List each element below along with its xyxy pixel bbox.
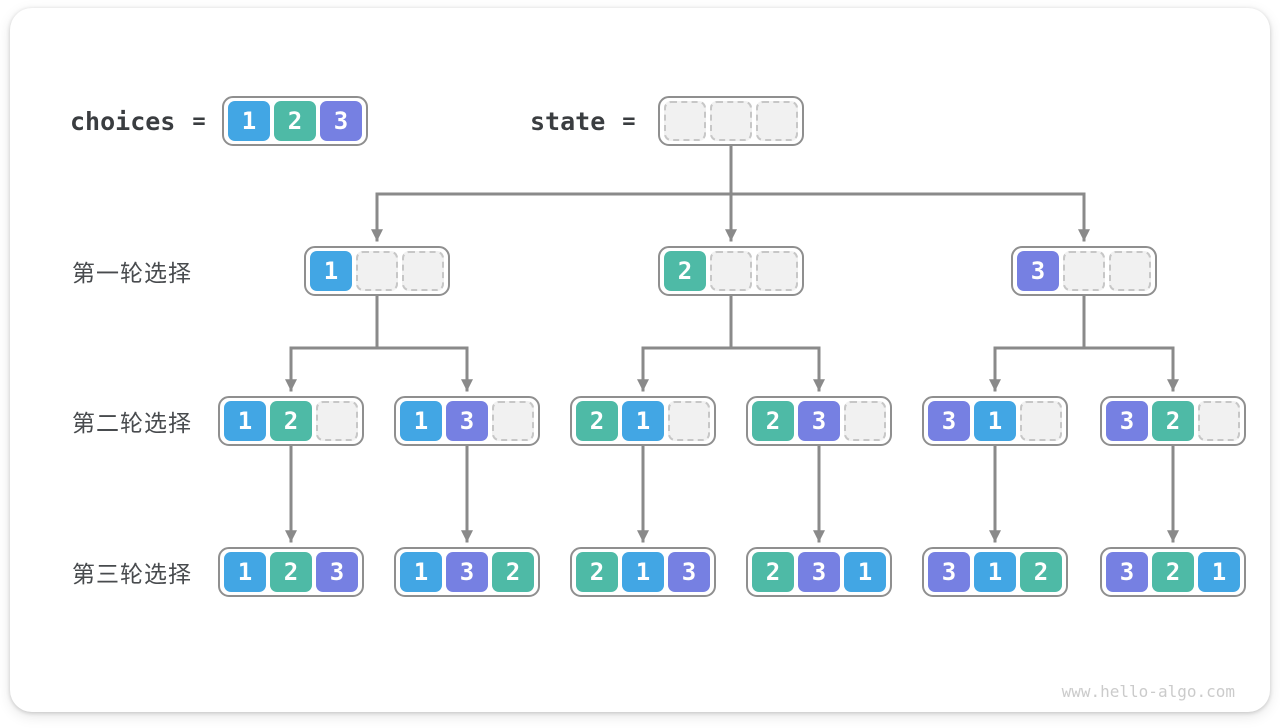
choices-box: 1 2 3: [222, 96, 368, 146]
tree-node-r2-5: 3 1: [922, 396, 1068, 446]
state-cell: 1: [622, 552, 664, 592]
state-cell: 1: [622, 401, 664, 441]
state-box-root: [658, 96, 804, 146]
state-cell: 3: [668, 552, 710, 592]
state-cell: 2: [576, 552, 618, 592]
state-cell: [710, 101, 752, 141]
tree-node-r3-1: 1 2 3: [218, 547, 364, 597]
round-2-label: 第二轮选择: [72, 410, 192, 436]
state-cell: 1: [974, 552, 1016, 592]
state-cell: 3: [798, 401, 840, 441]
tree-node-r2-6: 3 2: [1100, 396, 1246, 446]
state-cell: 2: [1152, 552, 1194, 592]
state-cell: 1: [224, 401, 266, 441]
state-cell: 3: [446, 401, 488, 441]
equals-sign: =: [622, 108, 636, 134]
choices-cell: 3: [320, 101, 362, 141]
tree-node-r2-2: 1 3: [394, 396, 540, 446]
state-cell: 3: [928, 552, 970, 592]
state-cell: [316, 401, 358, 441]
tree-node-r3-4: 2 3 1: [746, 547, 892, 597]
state-cell: 1: [1198, 552, 1240, 592]
state-cell: 1: [844, 552, 886, 592]
state-cell: 2: [492, 552, 534, 592]
tree-node-r2-1: 1 2: [218, 396, 364, 446]
state-cell: [1109, 251, 1151, 291]
tree-node-r2-3: 2 1: [570, 396, 716, 446]
diagram-card: choices = 1 2 3 state = 第一轮选择 第二轮选择 第三轮选…: [10, 8, 1270, 712]
state-cell: 3: [798, 552, 840, 592]
tree-node-r1-3: 3: [1011, 246, 1157, 296]
state-cell: 1: [400, 401, 442, 441]
state-cell: [710, 251, 752, 291]
state-cell: 2: [1020, 552, 1062, 592]
choices-expression: choices =: [70, 96, 206, 146]
state-cell: 1: [400, 552, 442, 592]
choices-label: choices: [70, 106, 176, 136]
state-cell: 2: [752, 552, 794, 592]
tree-node-r1-1: 1: [304, 246, 450, 296]
state-cell: 3: [928, 401, 970, 441]
choices-cell: 1: [228, 101, 270, 141]
state-cell: 1: [310, 251, 352, 291]
state-cell: [664, 101, 706, 141]
state-cell: 3: [316, 552, 358, 592]
state-cell: [1198, 401, 1240, 441]
state-cell: 3: [1106, 552, 1148, 592]
state-cell: 3: [1106, 401, 1148, 441]
state-cell: 2: [664, 251, 706, 291]
round-3-label: 第三轮选择: [72, 561, 192, 587]
state-cell: [356, 251, 398, 291]
state-cell: 3: [1017, 251, 1059, 291]
state-cell: 3: [446, 552, 488, 592]
state-expression: state =: [530, 96, 636, 146]
state-cell: 2: [752, 401, 794, 441]
state-cell: [1020, 401, 1062, 441]
state-cell: [844, 401, 886, 441]
round-1-label: 第一轮选择: [72, 260, 192, 286]
state-cell: [402, 251, 444, 291]
state-cell: 2: [270, 552, 312, 592]
tree-node-r3-3: 2 1 3: [570, 547, 716, 597]
state-label: state: [530, 106, 606, 136]
tree-node-r2-4: 2 3: [746, 396, 892, 446]
equals-sign: =: [192, 108, 206, 134]
state-cell: 1: [224, 552, 266, 592]
state-cell: 2: [1152, 401, 1194, 441]
state-cell: [492, 401, 534, 441]
choices-cell: 2: [274, 101, 316, 141]
tree-node-r3-2: 1 3 2: [394, 547, 540, 597]
state-cell: 2: [270, 401, 312, 441]
state-cell: [1063, 251, 1105, 291]
state-cell: 2: [576, 401, 618, 441]
state-cell: [668, 401, 710, 441]
tree-node-r1-2: 2: [658, 246, 804, 296]
state-cell: [756, 101, 798, 141]
site-watermark: www.hello-algo.com: [1061, 682, 1235, 701]
state-cell: 1: [974, 401, 1016, 441]
state-cell: [756, 251, 798, 291]
tree-node-r3-5: 3 1 2: [922, 547, 1068, 597]
tree-node-r3-6: 3 2 1: [1100, 547, 1246, 597]
